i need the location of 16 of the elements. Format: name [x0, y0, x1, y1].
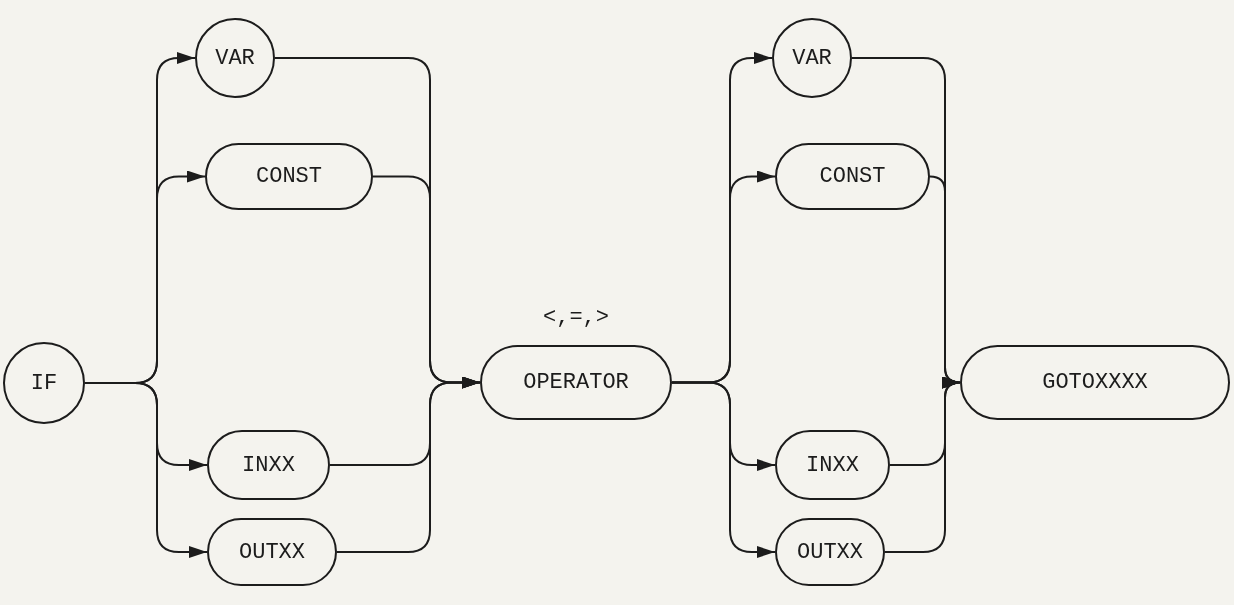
node-label: VAR: [792, 45, 832, 71]
node-label: CONST: [256, 164, 322, 189]
node-label: IF: [30, 370, 58, 396]
node-label: OPERATOR: [523, 370, 629, 395]
connector-arrow: [884, 377, 961, 553]
node-label: OUTXX: [239, 539, 305, 565]
node-label: INXX: [242, 452, 295, 478]
operator-note: <,=,>: [542, 305, 610, 330]
connector-arrow: [671, 381, 776, 558]
connector-arrow: [84, 382, 208, 558]
node-label: INXX: [806, 452, 859, 478]
node-label: GOTOXXXX: [1042, 370, 1148, 395]
connector-arrow: [336, 376, 481, 553]
node-label: OUTXX: [797, 539, 863, 565]
node-label: VAR: [215, 45, 255, 71]
node-label: CONST: [819, 164, 886, 189]
